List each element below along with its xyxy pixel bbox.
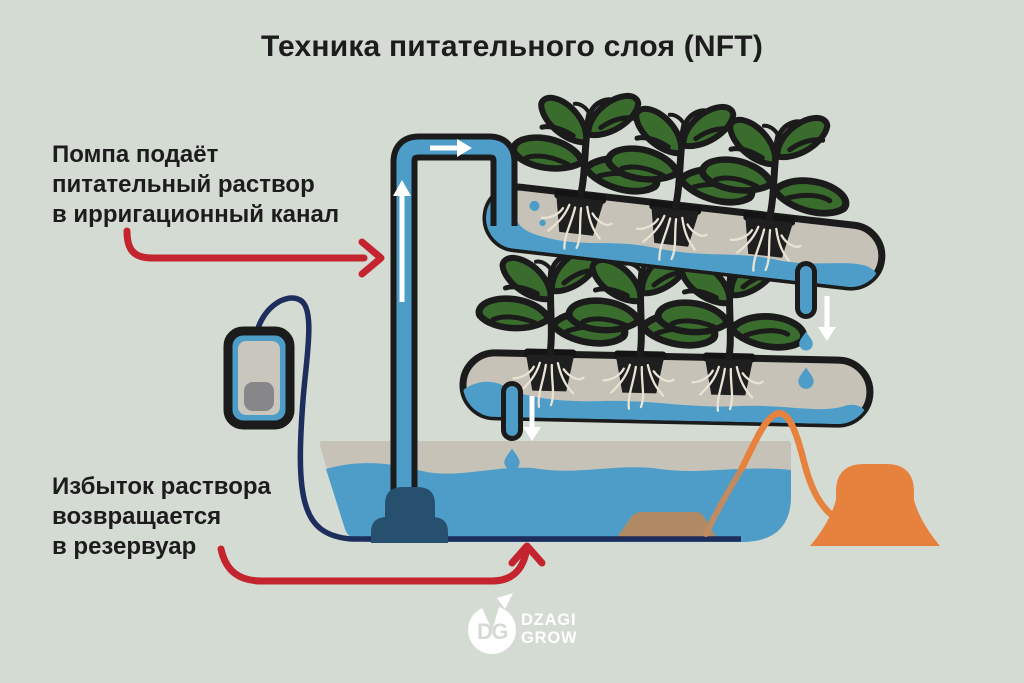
drip-down-arrow-icon bbox=[818, 296, 836, 341]
logo-line1: DZAGI bbox=[521, 611, 576, 629]
air-pump-device bbox=[223, 326, 295, 430]
logo-notch bbox=[479, 601, 500, 630]
pump-annotation-label: Помпа подаёт питательный раствор в ирриг… bbox=[52, 141, 340, 228]
logo-monogram: DG bbox=[477, 619, 507, 644]
logo-line2: GROW bbox=[521, 629, 577, 647]
air-line-cable bbox=[254, 295, 741, 542]
flow-right-arrow-icon bbox=[430, 139, 472, 157]
return-flow-annotation-arrow bbox=[217, 542, 546, 585]
aerator-device bbox=[810, 464, 940, 546]
flow-up-arrow-icon bbox=[393, 180, 411, 302]
page-title: Техника питательного слоя (NFT) bbox=[260, 30, 764, 63]
dzagi-grow-logo: DG DZAGI GROW bbox=[468, 593, 577, 654]
air-tube-submerged bbox=[703, 465, 745, 537]
device-button bbox=[244, 382, 274, 411]
water-pump bbox=[371, 487, 448, 543]
drip-down-arrow-icon bbox=[523, 396, 541, 441]
return-annotation-label: Избыток раствора возвращается в резервуа… bbox=[52, 473, 271, 560]
air-stone bbox=[615, 512, 718, 540]
pump-flow-annotation-arrow bbox=[123, 227, 385, 278]
logo-leaf-icon bbox=[497, 593, 513, 609]
